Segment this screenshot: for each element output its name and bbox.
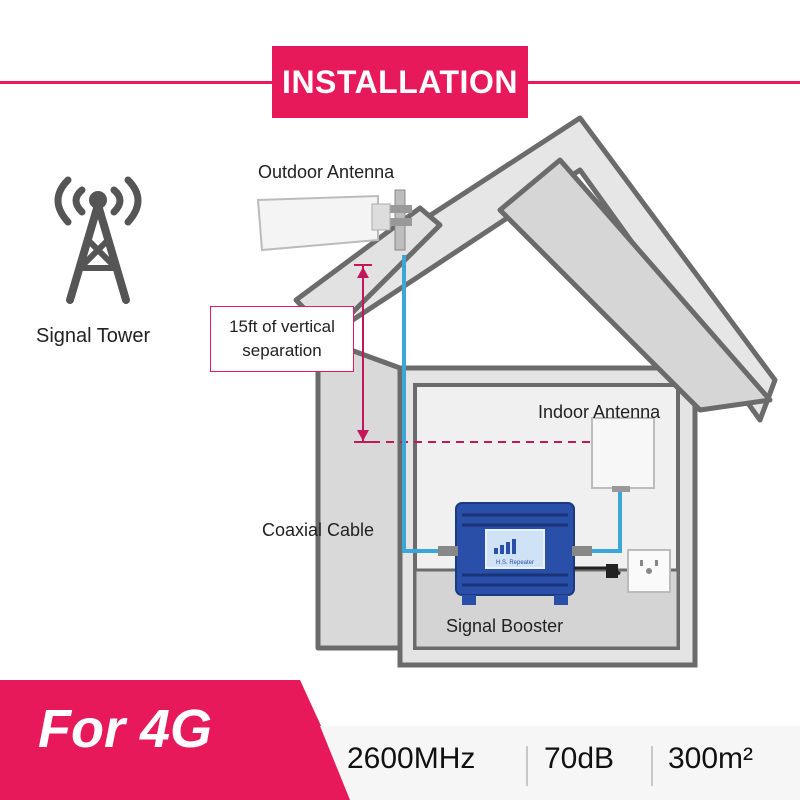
installation-diagram: H.S. Repeater	[54, 115, 778, 668]
spec-divider	[526, 746, 528, 786]
separation-label-box: 15ft of vertical separation	[210, 306, 354, 372]
spec-strip	[320, 726, 800, 800]
booster-screen-text: H.S. Repeater	[496, 560, 534, 566]
band-badge-text: For 4G	[38, 699, 213, 759]
spec-frequency: 2600MHz	[347, 742, 476, 775]
page-title: INSTALLATION	[282, 63, 518, 100]
separation-marker	[354, 264, 636, 443]
title-rule-right	[528, 81, 800, 84]
spec-coverage: 300m²	[668, 742, 754, 775]
coaxial-cable-label: Coaxial Cable	[262, 520, 375, 540]
signal-booster-icon: H.S. Repeater	[438, 502, 592, 605]
band-badge: For 4G	[0, 680, 355, 800]
indoor-antenna-label: Indoor Antenna	[538, 402, 661, 422]
title-rule-left	[0, 81, 272, 84]
signal-tower-icon	[54, 176, 142, 304]
signal-tower-label: Signal Tower	[36, 325, 151, 347]
outdoor-antenna-icon	[256, 189, 412, 252]
roof-slab	[497, 157, 773, 413]
house-front-wall	[315, 335, 403, 651]
separation-label-line1: 15ft of vertical	[229, 317, 335, 336]
power-outlet-icon	[574, 549, 671, 593]
signal-booster-label: Signal Booster	[446, 616, 564, 636]
coaxial-cable	[402, 255, 622, 553]
outdoor-antenna-label: Outdoor Antenna	[258, 162, 395, 182]
page-title-box: INSTALLATION	[272, 46, 528, 118]
separation-label-line2: separation	[242, 341, 322, 360]
spec-gain: 70dB	[544, 742, 615, 775]
indoor-antenna-icon	[591, 417, 655, 492]
spec-divider	[651, 746, 653, 786]
spec-banner: For 4G 2600MHz 70dB 300m²	[0, 680, 800, 800]
